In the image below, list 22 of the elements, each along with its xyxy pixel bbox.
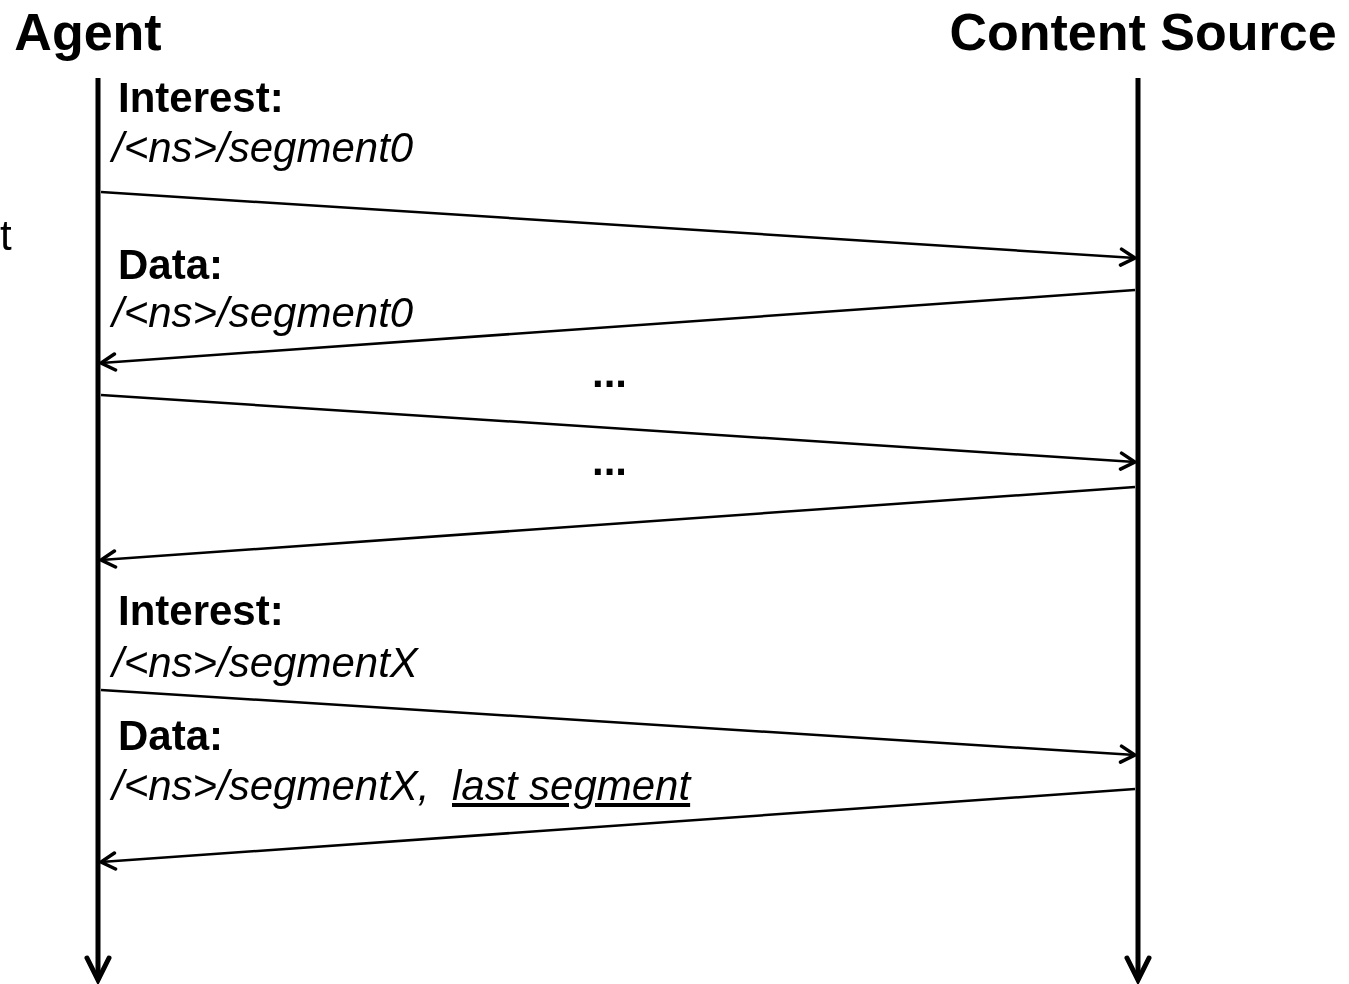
message-type-label: ... [592,437,627,485]
lifeline-heading: Agent [0,4,176,60]
message-arrow [100,190,1137,267]
message-note-label: last segment [452,762,691,810]
message-arrow [99,288,1136,372]
message-name-label: /<ns>/segment0 [112,124,414,172]
message-arrow [100,393,1137,471]
message-type-label: Data: [118,241,224,289]
message-arrow [99,485,1136,569]
text-fragment: t [0,212,12,260]
message-type-label: Interest: [118,587,284,635]
lifeline-heading: Content Source [940,4,1346,60]
message-type-label: ... [592,349,627,397]
message-arrow [99,787,1136,871]
message-arrow [100,688,1137,764]
lifeline-arrow [84,78,112,984]
message-type-label: Data: [118,712,224,760]
message-name-label: /<ns>/segmentX, [112,762,430,810]
lifeline-arrow [1124,78,1152,984]
message-type-label: Interest: [118,74,284,122]
message-name-label: /<ns>/segmentX [112,639,418,687]
message-name-label: /<ns>/segment0 [112,289,414,337]
